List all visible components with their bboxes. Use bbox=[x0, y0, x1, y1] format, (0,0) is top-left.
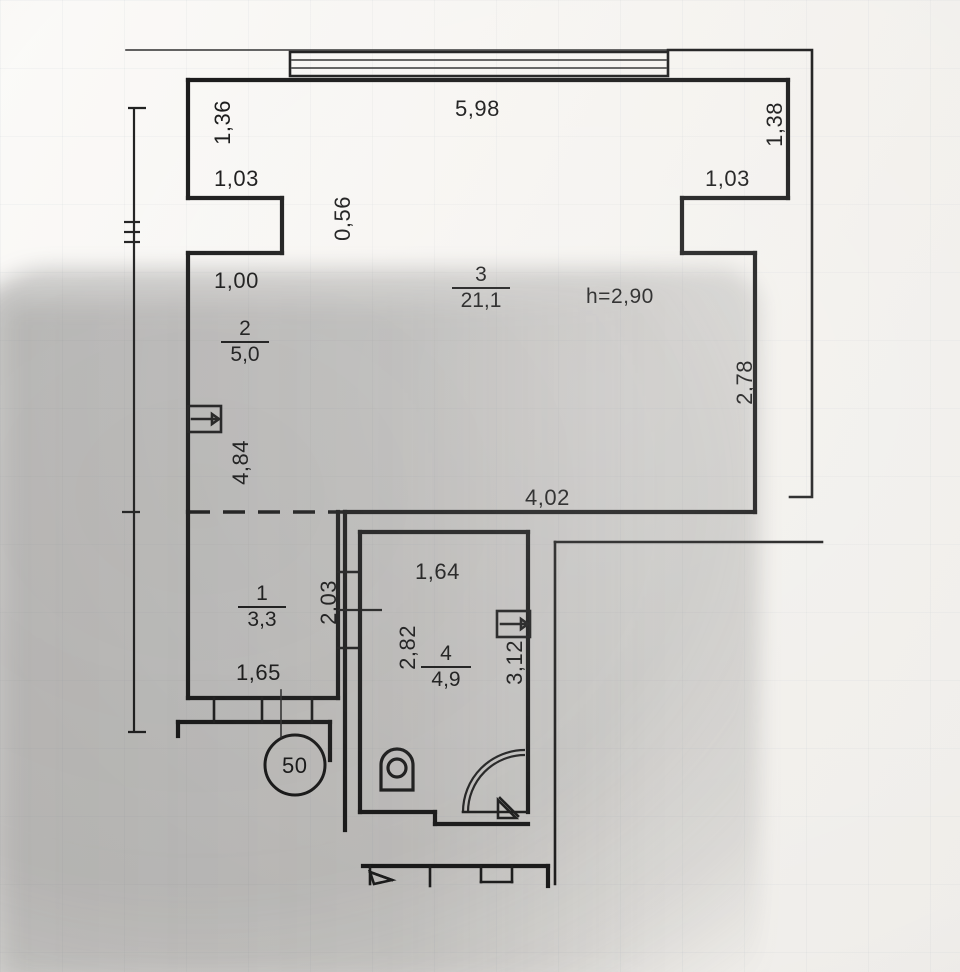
room-3-area: 21,1 bbox=[460, 289, 502, 312]
door-swing-room4 bbox=[461, 748, 529, 820]
window-symbol-left bbox=[186, 404, 223, 434]
room-1-rule bbox=[238, 606, 286, 608]
room-4-area: 4,9 bbox=[431, 668, 461, 691]
dimension-left-inner: 1,00 bbox=[214, 268, 259, 293]
dimension-right-jamb-horizontal: 1,03 bbox=[705, 166, 750, 191]
apartment-outline-upper bbox=[185, 77, 791, 515]
dimension-top-span: 5,98 bbox=[455, 96, 500, 121]
dimension-room4-width: 1,64 bbox=[415, 559, 460, 584]
room-label-3: 3 21,1 bbox=[448, 264, 514, 312]
dimension-right-jamb-vertical: 1,38 bbox=[762, 102, 787, 147]
room-label-1: 1 3,3 bbox=[234, 583, 290, 631]
entry-landing-stubs bbox=[175, 696, 333, 763]
dimension-room4-right-vertical: 3,12 bbox=[502, 640, 527, 685]
room-4-rule bbox=[421, 666, 471, 668]
window-symbol-room4 bbox=[495, 609, 532, 639]
vertical-dimension-scale bbox=[122, 106, 146, 734]
corridor-walls bbox=[336, 509, 382, 833]
room-label-4: 4 4,9 bbox=[418, 643, 474, 691]
dimension-left-jamb-horizontal: 1,03 bbox=[214, 166, 259, 191]
stair-entrance-detail bbox=[360, 863, 551, 889]
ceiling-height-label: h=2,90 bbox=[586, 285, 654, 308]
dimension-left-wall-vertical: 4,84 bbox=[228, 440, 253, 485]
dimension-mid-span: 4,02 bbox=[525, 485, 570, 510]
dimension-left-jamb-vertical: 1,36 bbox=[210, 100, 235, 145]
outer-right-lower-boundary bbox=[553, 540, 824, 886]
room-3-rule bbox=[452, 287, 510, 289]
room-2-rule bbox=[221, 341, 269, 343]
room-label-2: 2 5,0 bbox=[216, 318, 274, 366]
room-2-number: 2 bbox=[239, 317, 251, 340]
room-3-number: 3 bbox=[475, 263, 487, 286]
apartment-number-circle bbox=[263, 733, 327, 797]
dimension-notch-vertical: 0,56 bbox=[330, 196, 355, 241]
balcony-top-structure bbox=[125, 49, 813, 78]
room-1-number: 1 bbox=[256, 582, 268, 605]
dimension-room1-width: 1,65 bbox=[236, 660, 281, 685]
room-4-number: 4 bbox=[440, 642, 452, 665]
room-2-area: 5,0 bbox=[230, 343, 260, 366]
dimension-room1-height: 2,03 bbox=[316, 580, 341, 625]
toilet-fixture bbox=[379, 747, 415, 792]
room-1-area: 3,3 bbox=[247, 608, 277, 631]
apartment-number-text: 50 bbox=[282, 753, 308, 778]
dimension-right-inner-vertical: 2,78 bbox=[732, 360, 757, 405]
outer-right-boundary bbox=[666, 48, 814, 499]
room-4-walls bbox=[357, 529, 531, 827]
